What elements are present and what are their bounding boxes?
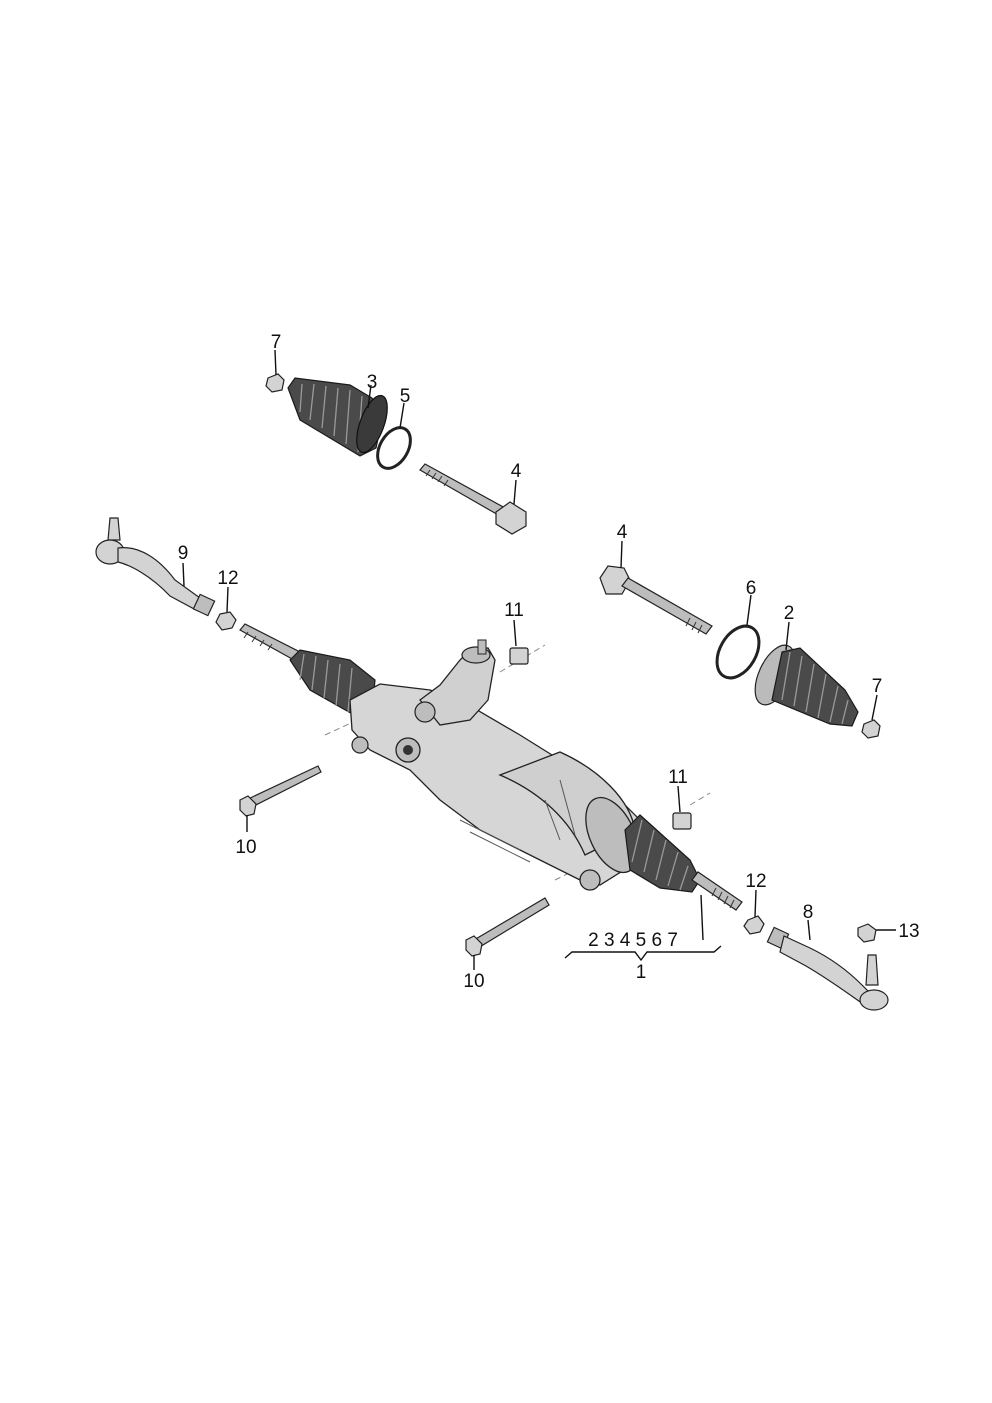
nut-11-lower (672, 785, 692, 830)
callout-12-left: 12 (217, 568, 238, 589)
tie-rod-end-8 (766, 919, 889, 1011)
kit-bracket (564, 945, 722, 962)
steering-rack-housing (239, 623, 743, 941)
nut-12-left (215, 586, 237, 631)
nut-11-upper (509, 619, 529, 665)
ring-5 (376, 402, 412, 470)
tie-rod-4-right (599, 540, 713, 635)
tie-rod-4-upper (419, 463, 527, 535)
nut-7-upper (265, 349, 285, 393)
callout-8: 8 (803, 902, 814, 923)
callout-11-upper: 11 (504, 600, 524, 621)
bolt-10-left (239, 765, 322, 832)
nut-7-right (861, 694, 881, 739)
boot-2 (754, 621, 859, 727)
callout-11-lower: 11 (668, 767, 688, 788)
nut-13 (857, 923, 896, 943)
callout-7-upper: 7 (271, 332, 282, 353)
callout-1: 1 (636, 962, 647, 983)
callout-9: 9 (178, 543, 189, 564)
bolt-10-right (465, 897, 550, 970)
callout-13: 13 (898, 921, 919, 942)
callout-2: 2 (784, 603, 795, 624)
boot-3 (287, 377, 388, 457)
ring-6 (715, 594, 761, 680)
callout-3: 3 (367, 372, 378, 393)
callout-4-upper: 4 (511, 461, 522, 482)
callout-7-right: 7 (872, 676, 883, 697)
callout-labels: 7 3 5 4 9 12 11 4 6 2 7 11 10 12 8 13 10… (178, 332, 920, 992)
callout-12-right: 12 (745, 871, 766, 892)
tie-rod-end-9 (95, 517, 216, 617)
kit-contents-label: 2 3 4 5 6 7 (588, 930, 678, 951)
callout-4-right: 4 (617, 522, 628, 543)
callout-10-right: 10 (463, 971, 484, 992)
nut-12-right (743, 889, 765, 935)
callout-6: 6 (746, 578, 757, 599)
callout-5: 5 (400, 386, 411, 407)
callout-10-left: 10 (235, 837, 256, 858)
